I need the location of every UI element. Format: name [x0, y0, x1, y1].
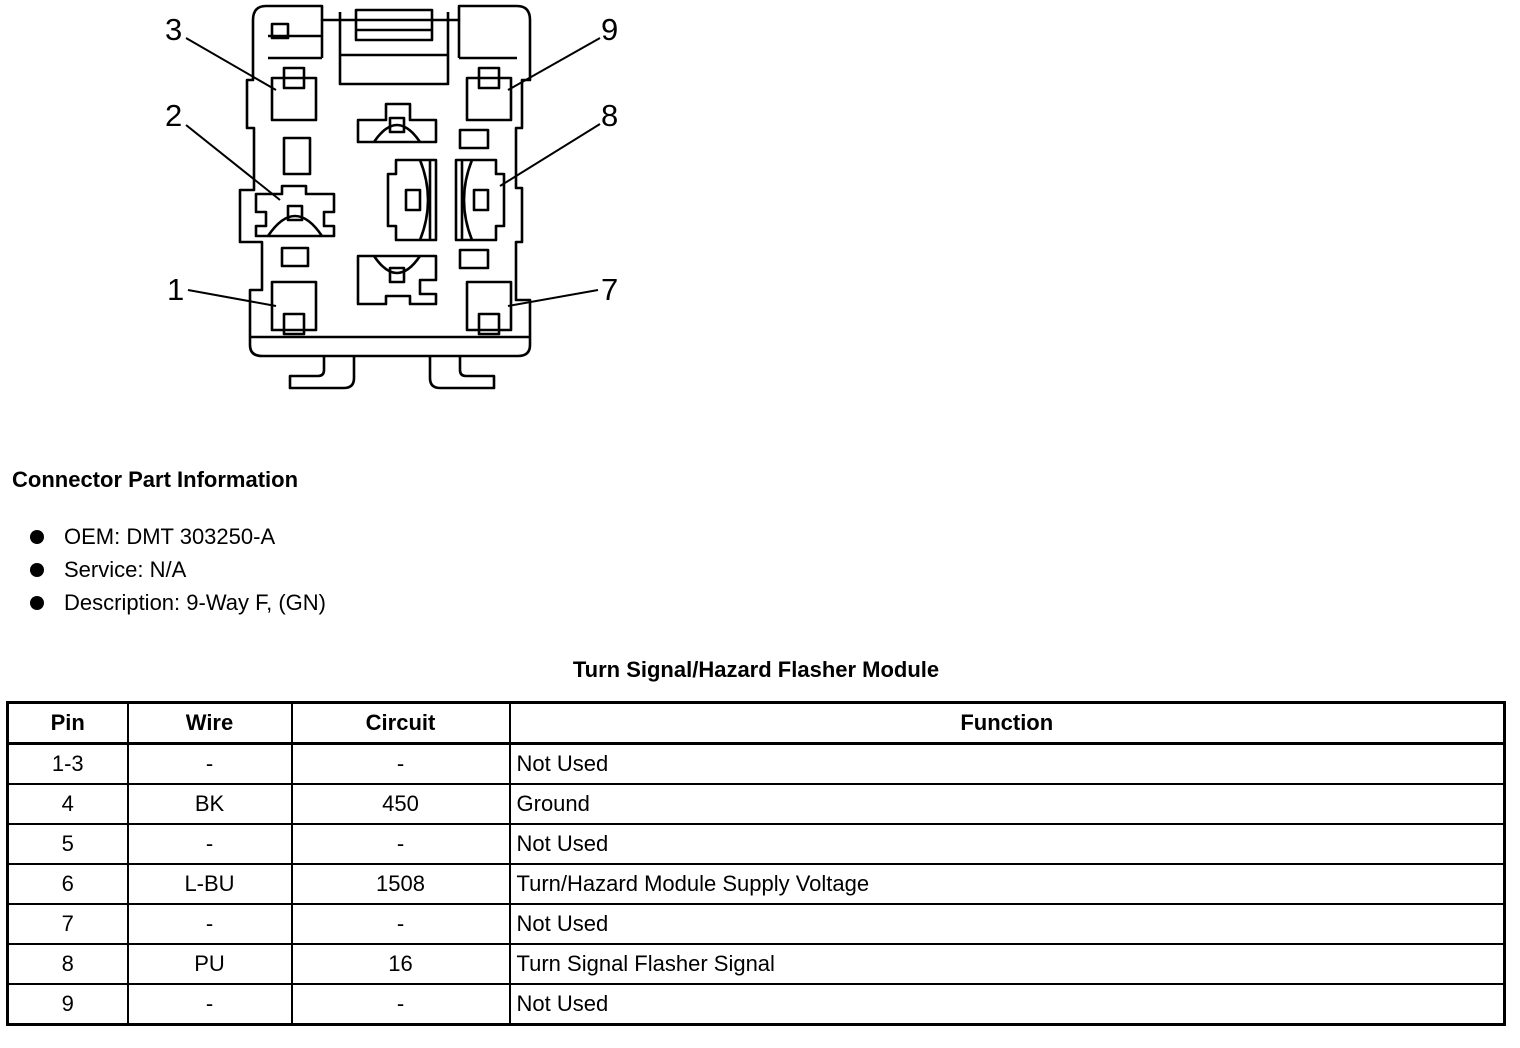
table-row: 6 L-BU 1508 Turn/Hazard Module Supply Vo…	[6, 863, 1506, 905]
connector-description: Description: 9-Way F, (GN)	[64, 590, 327, 615]
function-cell: Not Used	[508, 903, 1506, 945]
pin-table-title: Turn Signal/Hazard Flasher Module	[572, 657, 940, 682]
circuit-cell: 1508	[290, 863, 511, 905]
column-header-circuit: Circuit	[290, 701, 511, 745]
pin-cell: 8	[6, 943, 129, 985]
connector-face-diagram: 3 9 2 8 1 7	[165, 4, 618, 390]
service-part-number: Service: N/A	[64, 557, 187, 582]
table-header-row: Pin Wire Circuit Function	[6, 701, 1506, 745]
table-row: 8 PU 16 Turn Signal Flasher Signal	[6, 943, 1506, 985]
pin-table: Pin Wire Circuit Function 1-3 - - Not Us…	[6, 701, 1506, 1026]
circuit-cell: -	[290, 903, 511, 945]
table-row: 9 - - Not Used	[6, 983, 1506, 1026]
pin-9-callout: 9	[601, 12, 618, 47]
bullet-icon	[30, 529, 44, 544]
list-item: OEM: DMT 303250-A	[28, 520, 326, 553]
column-header-function: Function	[508, 701, 1506, 745]
column-header-pin: Pin	[6, 701, 129, 745]
wire-cell: -	[126, 823, 293, 865]
list-item: Description: 9-Way F, (GN)	[28, 586, 326, 619]
function-cell: Ground	[508, 783, 1506, 825]
pin-cell: 5	[6, 823, 129, 865]
connector-info-heading: Connector Part Information	[12, 467, 299, 492]
column-header-wire: Wire	[126, 701, 293, 745]
list-item: Service: N/A	[28, 553, 326, 586]
bullet-icon	[30, 562, 44, 577]
pin-cell: 4	[6, 783, 129, 825]
pin-2-callout: 2	[165, 98, 182, 133]
function-cell: Not Used	[508, 983, 1506, 1026]
function-cell: Turn Signal Flasher Signal	[508, 943, 1506, 985]
wire-cell: L-BU	[126, 863, 293, 905]
wire-cell: -	[126, 903, 293, 945]
wire-cell: -	[126, 742, 293, 785]
pin-cell: 1-3	[6, 742, 129, 785]
circuit-cell: -	[290, 742, 511, 785]
function-cell: Turn/Hazard Module Supply Voltage	[508, 863, 1506, 905]
wire-cell: -	[126, 983, 293, 1026]
wire-cell: BK	[126, 783, 293, 825]
function-cell: Not Used	[508, 823, 1506, 865]
circuit-cell: -	[290, 823, 511, 865]
pin-7-callout: 7	[601, 272, 618, 307]
table-row: 7 - - Not Used	[6, 903, 1506, 945]
pin-8-callout: 8	[601, 98, 618, 133]
circuit-cell: 16	[290, 943, 511, 985]
table-row: 5 - - Not Used	[6, 823, 1506, 865]
function-cell: Not Used	[508, 742, 1506, 785]
connector-info-list: OEM: DMT 303250-A Service: N/A Descripti…	[28, 520, 326, 619]
table-row: 1-3 - - Not Used	[6, 742, 1506, 785]
pin-cell: 6	[6, 863, 129, 905]
pin-3-callout: 3	[165, 12, 182, 47]
wire-cell: PU	[126, 943, 293, 985]
bullet-icon	[30, 595, 44, 610]
circuit-cell: -	[290, 983, 511, 1026]
pin-1-callout: 1	[167, 272, 184, 307]
circuit-cell: 450	[290, 783, 511, 825]
pin-cell: 9	[6, 983, 129, 1026]
table-row: 4 BK 450 Ground	[6, 783, 1506, 825]
pin-cell: 7	[6, 903, 129, 945]
oem-part-number: OEM: DMT 303250-A	[64, 524, 276, 549]
